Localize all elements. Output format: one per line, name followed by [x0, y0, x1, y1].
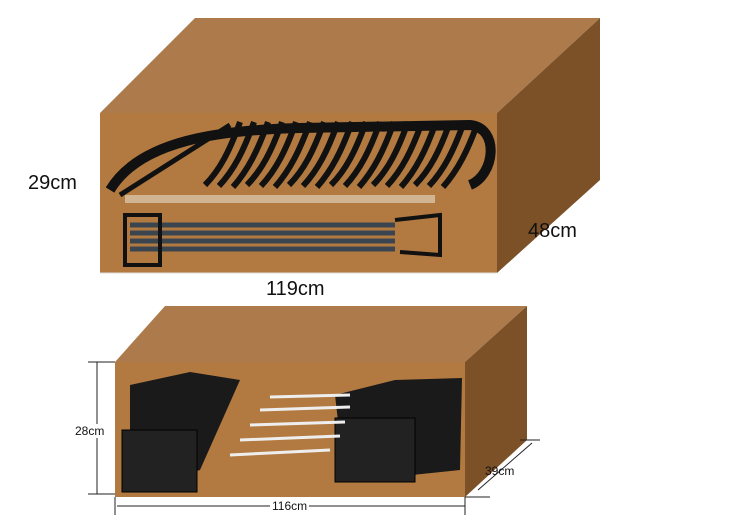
box-bottom-lid — [115, 306, 527, 362]
shovel-blade — [398, 120, 439, 189]
stacked-shovels-top — [105, 119, 496, 267]
shovel-blade — [356, 120, 397, 189]
shovel-blade — [230, 120, 271, 189]
shovel-blade — [426, 120, 467, 189]
shovel-blade — [300, 120, 341, 189]
box-top-side — [497, 18, 600, 273]
box-1-height-label: 29cm — [28, 172, 77, 194]
shovel-blade — [272, 120, 313, 189]
shovel-blade — [202, 120, 243, 188]
shovel-blade — [412, 120, 453, 188]
shovel-blade — [370, 120, 411, 188]
box-2-depth-label: 39cm — [485, 464, 515, 478]
shovel-blade — [384, 120, 425, 189]
box-top-lid — [100, 18, 600, 113]
box-2-height-label: 28cm — [75, 424, 105, 438]
shovel-blade — [244, 120, 285, 188]
box-bottom — [88, 306, 540, 515]
shovel-blade — [314, 120, 355, 189]
shovel-blade — [440, 120, 481, 189]
shovel-blade — [328, 120, 369, 188]
box-2-width-label: 116cm — [270, 499, 310, 513]
shovel-blade — [216, 120, 257, 189]
stacked-shovels-bottom — [121, 372, 462, 493]
box-1-depth-label: 48cm — [528, 220, 577, 242]
box-top — [100, 18, 600, 274]
box-1-width-label: 119cm — [266, 278, 325, 300]
shovel-blade — [286, 120, 327, 188]
box-bottom-side — [465, 306, 527, 497]
shovel-blade — [258, 120, 299, 189]
shovel-blade — [342, 120, 383, 189]
